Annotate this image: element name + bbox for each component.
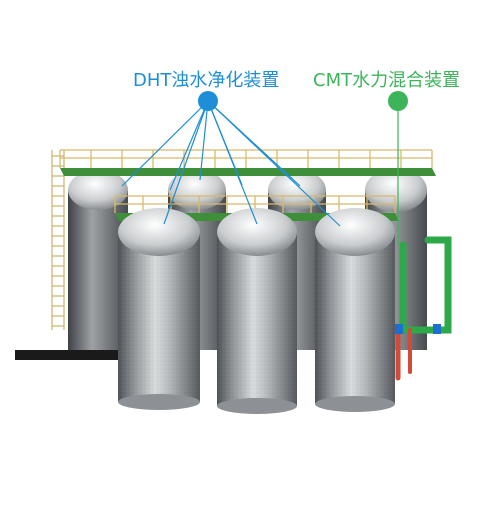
- dht-callout-lines: [121, 100, 341, 227]
- cmt-label: CMT水力混合装置: [313, 70, 461, 91]
- tank-front-3: [315, 208, 395, 412]
- dht-marker-dot: [198, 91, 218, 111]
- dht-label: DHT浊水净化装置: [133, 70, 280, 91]
- valve-icon: [393, 324, 403, 334]
- cmt-marker-dot: [388, 91, 408, 111]
- tank-front-2: [217, 208, 297, 414]
- ground-pipe: [15, 350, 125, 360]
- tank-front-1: [118, 208, 200, 410]
- valve-icon: [433, 324, 441, 334]
- access-ladder: [51, 150, 65, 330]
- upper-walkway: [59, 149, 436, 176]
- front-tanks: [118, 208, 395, 414]
